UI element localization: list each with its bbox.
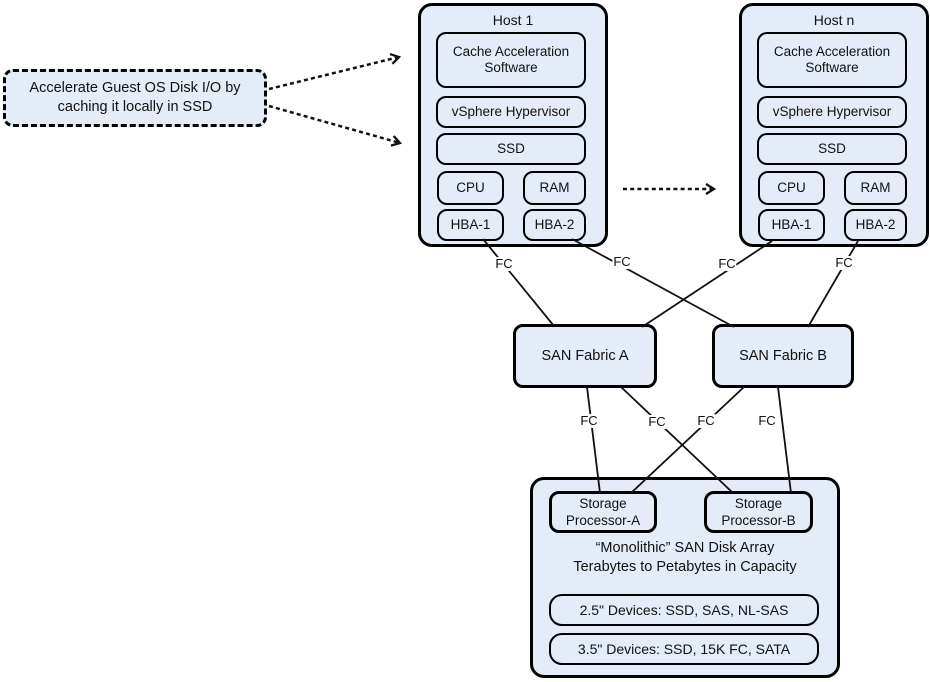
san-fabric-a-box: SAN Fabric A <box>513 324 657 388</box>
link-host1-hba1-fabric-a <box>482 238 555 327</box>
storage-processor-b-box: Storage Processor-B <box>704 491 813 533</box>
host-1-cache-acceleration-software: Cache Acceleration Software <box>436 32 586 88</box>
san-disk-array-box: Storage Processor-A Storage Processor-B … <box>530 477 840 678</box>
link-hostn-hba1-fabric-a <box>641 240 773 328</box>
host-1-title: Host 1 <box>492 12 534 28</box>
host-n-vsphere-hypervisor: vSphere Hypervisor <box>757 96 907 128</box>
host-n-ram: RAM <box>844 171 907 205</box>
fc-label-fabric-a-right: FC <box>647 414 667 429</box>
host-n-ssd: SSD <box>757 133 907 165</box>
fc-label-host1-hba1: FC <box>494 256 514 271</box>
host-1-vsphere-hypervisor: vSphere Hypervisor <box>436 96 586 128</box>
callout-line1: Accelerate Guest OS Disk I/O by <box>29 80 241 96</box>
fc-label-fabric-a-left: FC <box>579 413 599 428</box>
host-1-ram: RAM <box>523 171 586 205</box>
dashed-arrow-callout-to-host1-top <box>268 52 402 91</box>
fc-label-fabric-b-right: FC <box>757 413 777 428</box>
storage-caption-line1: “Monolithic” SAN Disk Array <box>595 540 775 556</box>
san-fabric-b-box: SAN Fabric B <box>712 324 854 388</box>
host-1-box: Host 1 Cache Acceleration Software vSphe… <box>418 3 608 247</box>
host-n-cache-acceleration-software: Cache Acceleration Software <box>757 32 907 88</box>
host-n-title: Host n <box>813 12 855 28</box>
host-n-hba-1: HBA-1 <box>758 209 825 241</box>
san-fabric-a-label: SAN Fabric A <box>541 348 629 364</box>
link-host1-hba2-fabric-b <box>571 238 735 328</box>
storage-caption: “Monolithic” SAN Disk Array Terabytes to… <box>533 539 837 577</box>
host-1-cpu: CPU <box>437 171 504 205</box>
host-1-hba-1: HBA-1 <box>437 209 504 241</box>
san-fabric-b-label: SAN Fabric B <box>739 348 827 364</box>
storage-processor-a-box: Storage Processor-A <box>549 491 657 533</box>
host-n-cpu: CPU <box>758 171 825 205</box>
host-n-hba-2: HBA-2 <box>844 209 907 241</box>
fc-label-hostn-hba1: FC <box>717 256 737 271</box>
dashed-arrow-callout-to-host1-bottom <box>268 104 403 147</box>
link-hostn-hba2-fabric-b <box>807 240 859 328</box>
fc-label-host1-hba2: FC <box>612 254 632 269</box>
host-1-ssd: SSD <box>436 133 586 165</box>
device-row-2-5-inch: 2.5" Devices: SSD, SAS, NL-SAS <box>549 594 819 626</box>
fc-label-fabric-b-left: FC <box>696 413 716 428</box>
device-row-3-5-inch: 3.5" Devices: SSD, 15K FC, SATA <box>549 633 819 665</box>
callout-accelerate-note: Accelerate Guest OS Disk I/O by caching … <box>3 69 267 127</box>
fc-label-hostn-hba2: FC <box>834 255 854 270</box>
storage-caption-line2: Terabytes to Petabytes in Capacity <box>573 559 797 575</box>
host-n-box: Host n Cache Acceleration Software vSphe… <box>739 3 929 247</box>
callout-line2: caching it locally in SSD <box>57 99 213 115</box>
host-1-hba-2: HBA-2 <box>523 209 586 241</box>
